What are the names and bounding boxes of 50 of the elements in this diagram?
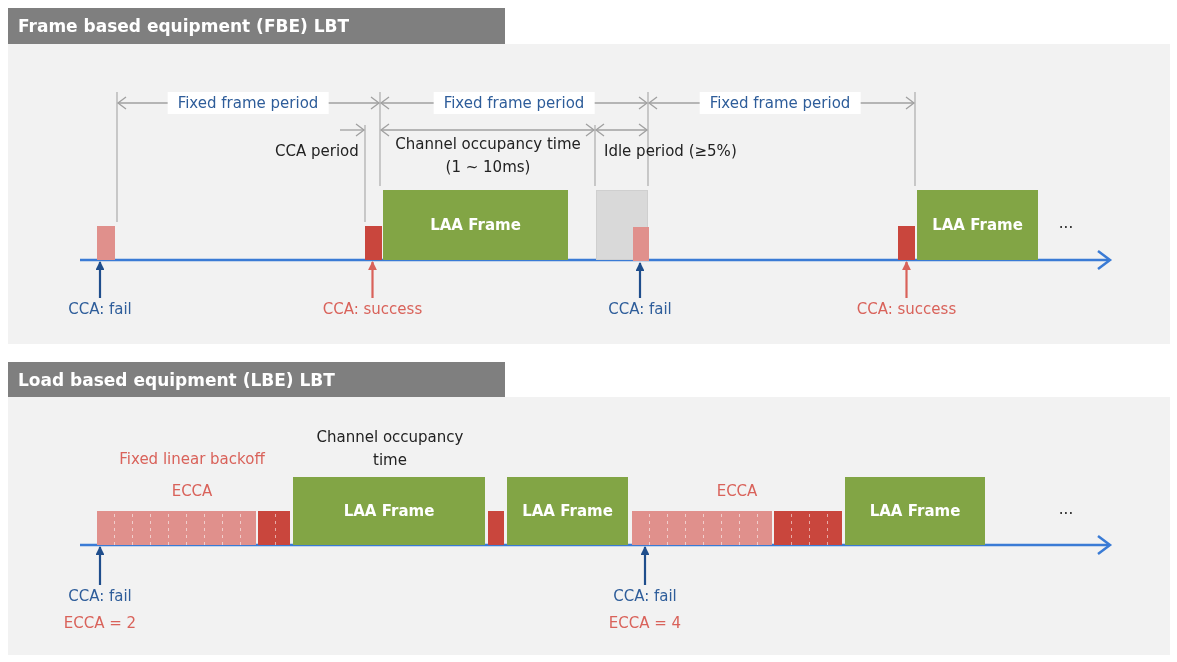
annotation-text: CCA period (275, 142, 359, 160)
cca-slot (488, 511, 504, 545)
cca-result-text: CCA: fail (68, 587, 132, 605)
annotation-text: ... (1058, 500, 1074, 518)
section-header (8, 362, 505, 397)
ecca-count-text: ECCA = 4 (608, 614, 682, 632)
pointer-arrow (95, 261, 105, 298)
section-header (8, 8, 505, 44)
cca-result-text: CCA: fail (68, 300, 132, 318)
pointer-arrow (902, 261, 911, 298)
cca-slot (365, 226, 382, 260)
ecca-slots (97, 511, 256, 545)
ecca-slots (258, 511, 290, 545)
idle-period-box (596, 190, 648, 260)
frame-box (917, 190, 1038, 260)
dimension-label: Fixed frame period (433, 92, 595, 114)
section-title: Frame based equipment (FBE) LBT (18, 16, 350, 36)
pointer-arrow (95, 546, 105, 585)
cca-result-text: CCA: success (856, 300, 957, 318)
cca-slot (97, 226, 115, 260)
cca-slot (633, 227, 649, 261)
frame-box (383, 190, 568, 260)
frame-label: LAA Frame (522, 502, 613, 520)
pointer-arrow (635, 262, 645, 298)
frame-label: LAA Frame (430, 216, 521, 234)
frame-box (507, 477, 628, 545)
annotation-text: ... (1058, 214, 1074, 232)
section-title: Load based equipment (LBE) LBT (18, 369, 335, 390)
annotation-text: Fixed linear backoff (119, 450, 265, 468)
frame-box (293, 477, 485, 545)
frame-label: LAA Frame (932, 216, 1023, 234)
frame-box (845, 477, 985, 545)
annotation-text: ECCA (171, 482, 213, 500)
dimension-label: Fixed frame period (167, 92, 329, 114)
annotation-text: Idle period (≥5%) (604, 142, 737, 160)
cca-result-text: CCA: fail (608, 300, 672, 318)
cca-slot (898, 226, 915, 260)
ecca-slots (774, 511, 842, 545)
dimension-label: Fixed frame period (699, 92, 861, 114)
cca-result-text: CCA: success (322, 300, 423, 318)
frame-label: LAA Frame (869, 502, 961, 520)
annotation-text: Channel occupancy time (1 ~ 10ms) (394, 134, 582, 179)
ecca-count-text: ECCA = 2 (63, 614, 137, 632)
pointer-arrow (368, 261, 377, 298)
cca-result-text: CCA: fail (613, 587, 677, 605)
annotation-text: ECCA (716, 482, 758, 500)
frame-label: LAA Frame (343, 502, 435, 520)
ecca-slots (632, 511, 772, 545)
annotation-text: Channel occupancy time (315, 427, 465, 472)
pointer-arrow (640, 546, 650, 585)
